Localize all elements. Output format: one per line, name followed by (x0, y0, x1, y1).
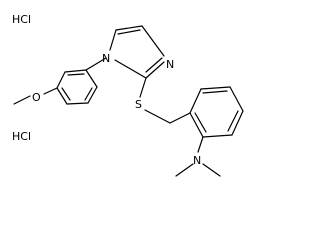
atom-n3-imidazole: N (166, 58, 174, 71)
salt-label-bottom: HCl (12, 130, 31, 143)
dimethylaminophenyl-ring (189, 86, 244, 138)
bond-n-methyl-right (202, 163, 221, 177)
bond-n-methyl-left (175, 163, 194, 177)
atom-n-dimethylamino: N (193, 154, 201, 167)
atom-s-thioether: S (135, 98, 142, 111)
structure-diagram: HCl HCl O N N S (12, 13, 244, 177)
methoxyphenyl-ring (56, 69, 98, 105)
bond-aryl-n1 (85, 57, 107, 71)
atom-n1-imidazole: N (102, 52, 110, 65)
bond-s-ch2 (144, 109, 171, 124)
bond-c2-s (139, 77, 147, 98)
imidazole-ring (109, 25, 165, 79)
atom-o-methoxy: O (32, 91, 41, 104)
bond-methyl-o (13, 95, 31, 105)
bond-o-aryl (43, 87, 58, 95)
bond-aryl-n (197, 136, 204, 153)
salt-label-top: HCl (12, 13, 31, 26)
bond-ch2-aryl (169, 112, 191, 124)
